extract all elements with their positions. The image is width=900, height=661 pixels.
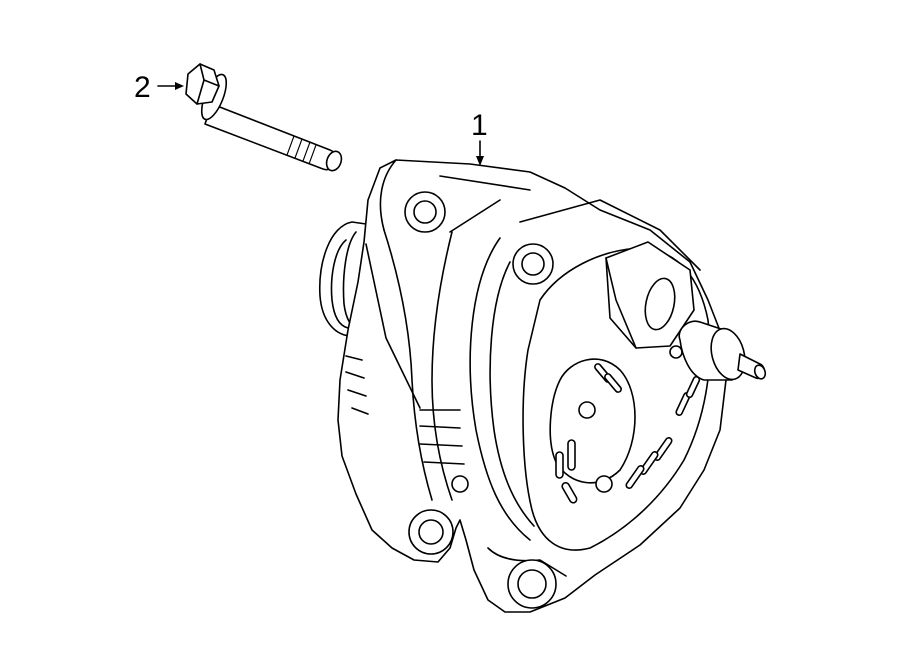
front-top-boss-hole	[521, 252, 545, 276]
upper-ear-edge	[379, 159, 397, 231]
connector-socket	[644, 277, 676, 331]
left-vent-slots	[345, 355, 465, 465]
callout-1: 1	[471, 109, 488, 166]
callout-2-arrowhead	[175, 82, 184, 90]
front-rim-top	[519, 199, 701, 271]
callout-2-label: 2	[134, 71, 151, 104]
regulator-screw	[578, 401, 596, 419]
front-rim-outer	[469, 237, 531, 541]
lower-left-small-boss	[451, 475, 469, 493]
callout-2: 2	[134, 71, 184, 104]
callout-1-arrowhead	[476, 156, 484, 166]
pulley-groove	[330, 239, 349, 329]
terminal-nut	[710, 327, 746, 381]
connector-edge	[605, 257, 637, 349]
front-rim-inner	[489, 261, 535, 527]
bolt-thread-line	[286, 135, 295, 156]
vent-slot	[419, 409, 465, 465]
terminal-post-tip	[753, 364, 767, 380]
cooling-slot	[561, 481, 578, 504]
body-ridge	[431, 231, 453, 501]
upper-ear-rib	[439, 175, 531, 233]
bolt-hex-edges	[196, 63, 220, 105]
body-ridge	[383, 229, 433, 501]
terminal-stud	[669, 320, 767, 381]
body-ridge	[365, 243, 421, 409]
bolt-thread-line	[302, 141, 311, 162]
lower-ear-edge	[487, 547, 567, 577]
lower-mount-hole	[517, 569, 547, 599]
bolt-shank	[204, 103, 338, 171]
alternator	[319, 159, 767, 613]
lower-left-mount-hole	[418, 519, 444, 545]
regulator-screw	[595, 475, 613, 493]
callout-1-label: 1	[471, 109, 488, 142]
terminal-screw	[669, 345, 683, 359]
bolt	[185, 63, 343, 172]
vent-slot	[345, 355, 369, 415]
front-cooling-slots	[555, 363, 701, 504]
bolt-thread-line	[294, 138, 303, 159]
cooling-slot	[555, 451, 564, 479]
bolt-tip	[325, 150, 343, 172]
cooling-slot	[567, 439, 576, 471]
cooling-slot	[625, 465, 645, 489]
bolt-thread-line	[308, 144, 317, 165]
cooling-slot	[604, 373, 622, 393]
upper-mount-hole	[413, 200, 437, 224]
